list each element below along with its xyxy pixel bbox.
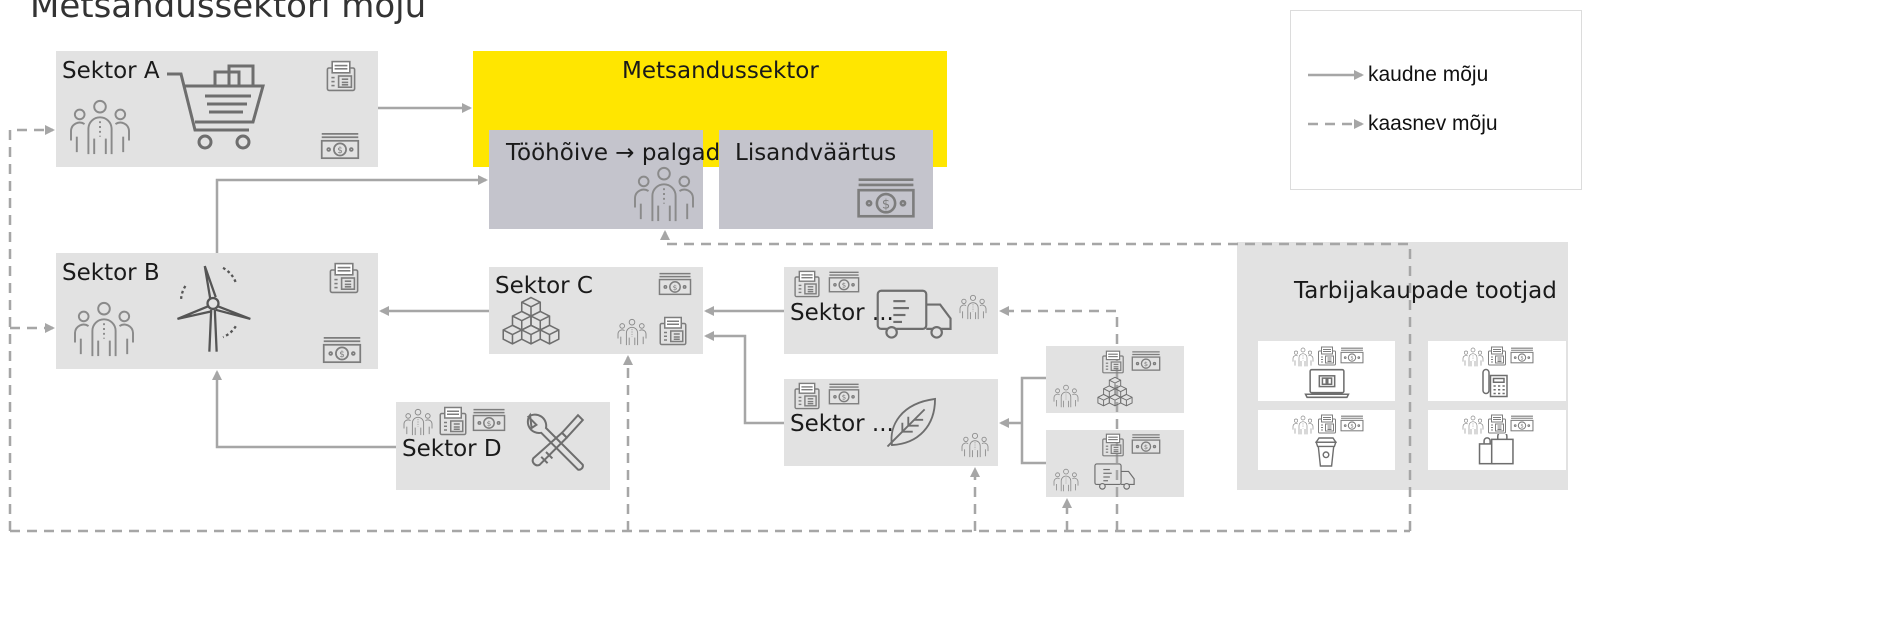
calculator-icon xyxy=(792,382,822,410)
calculator-icon xyxy=(1317,414,1337,434)
people-icon xyxy=(1292,415,1314,435)
employment-label: Tööhõive → palgad xyxy=(506,140,721,166)
calculator-icon xyxy=(325,60,357,92)
people-icon xyxy=(68,98,132,156)
legend-indirect-label: kaasnev mõju xyxy=(1368,112,1498,135)
sector-c-label: Sektor C xyxy=(495,273,593,299)
page-title: Metsandussektori mõju xyxy=(30,0,427,26)
calculator-icon xyxy=(328,262,360,294)
boxes-icon xyxy=(500,296,562,350)
money-icon xyxy=(828,382,860,406)
sector-a-label: Sektor A xyxy=(62,58,160,84)
calculator-icon xyxy=(658,316,688,346)
money-icon xyxy=(1510,415,1534,432)
leaf-icon xyxy=(886,396,938,448)
truck-icon xyxy=(876,288,954,342)
people-icon xyxy=(616,318,648,346)
money-icon xyxy=(856,176,916,220)
tools-icon xyxy=(522,412,586,476)
people-icon xyxy=(1052,384,1080,408)
dashed-to-employment xyxy=(660,230,1412,531)
consumer-goods-label: Tarbijakaupade tootjad xyxy=(1294,278,1557,304)
legend xyxy=(1290,10,1582,190)
people-icon xyxy=(632,165,696,223)
wind-turbine-icon xyxy=(172,262,254,354)
money-icon xyxy=(472,408,506,432)
boxes-icon xyxy=(1096,376,1134,410)
money-icon xyxy=(1340,415,1364,432)
sector-f-box xyxy=(784,379,998,466)
people-icon xyxy=(402,408,434,436)
sector-b-label: Sektor B xyxy=(62,260,160,286)
money-icon xyxy=(1510,347,1534,364)
truck-icon xyxy=(1094,462,1136,492)
people-icon xyxy=(1292,347,1314,367)
sector-d-box xyxy=(396,402,610,490)
people-icon xyxy=(960,432,990,458)
shopping-bags-icon xyxy=(1478,434,1516,466)
phone-icon xyxy=(1480,368,1510,398)
dashed-to-e xyxy=(999,306,1119,531)
calculator-icon xyxy=(438,406,468,436)
people-icon xyxy=(958,294,988,320)
sector-e-label: Sektor ... xyxy=(790,300,894,326)
money-icon xyxy=(1131,350,1161,372)
calculator-icon xyxy=(1100,433,1126,457)
arrow-d-to-b xyxy=(212,370,396,449)
arrow-suppliers-to-f xyxy=(1001,376,1046,465)
arrow-b-to-employment xyxy=(215,175,488,253)
money-icon xyxy=(828,270,860,294)
sector-d-label: Sektor D xyxy=(402,436,502,462)
sector-c-box xyxy=(489,267,703,354)
calculator-icon xyxy=(1487,346,1507,366)
money-icon xyxy=(658,272,692,296)
people-icon xyxy=(1462,347,1484,367)
shopping-cart-icon xyxy=(165,64,265,154)
money-icon xyxy=(322,336,362,364)
calculator-icon xyxy=(792,270,822,298)
money-icon xyxy=(1131,433,1161,455)
money-icon xyxy=(320,132,360,160)
legend-direct-label: kaudne mõju xyxy=(1368,63,1489,86)
calculator-icon xyxy=(1487,414,1507,434)
people-icon xyxy=(1462,415,1484,435)
arrow-f-to-c xyxy=(704,331,784,425)
sector-f-label: Sektor ... xyxy=(790,411,894,437)
people-icon xyxy=(72,300,136,358)
sector-e-box xyxy=(784,267,998,354)
dashed-to-a xyxy=(8,125,55,531)
forestry-sector-label: Metsandussektor xyxy=(622,58,819,84)
money-icon xyxy=(1340,347,1364,364)
calculator-icon xyxy=(1317,346,1337,366)
sector-a-box xyxy=(56,51,378,167)
people-icon xyxy=(1052,468,1080,492)
coffee-cup-icon xyxy=(1312,436,1340,468)
laptop-icon xyxy=(1304,368,1350,399)
value-added-label: Lisandväärtus xyxy=(735,140,897,166)
calculator-icon xyxy=(1100,350,1126,374)
